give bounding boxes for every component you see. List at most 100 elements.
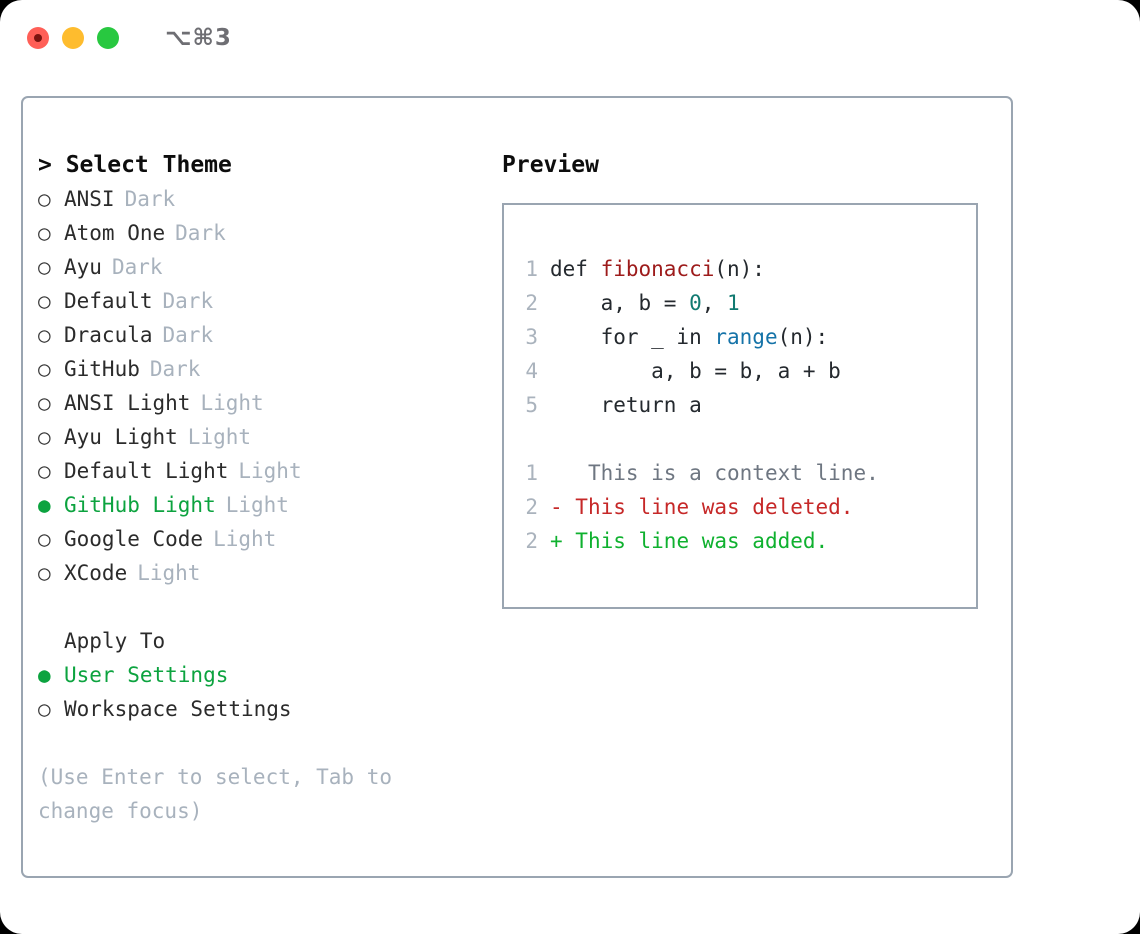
radio-unselected-icon: ○ bbox=[38, 459, 51, 483]
code-token-plain: return a bbox=[550, 393, 702, 417]
radio-unselected-icon: ○ bbox=[38, 391, 51, 415]
theme-option-tag: Dark bbox=[149, 357, 201, 381]
theme-option-tag: Light bbox=[238, 459, 302, 483]
theme-option-label: GitHub bbox=[64, 357, 140, 381]
theme-option-default-light[interactable]: ○ Default Light Light bbox=[38, 454, 468, 488]
minimize-button[interactable] bbox=[62, 27, 84, 49]
code-line: 4 a, b = b, a + b bbox=[510, 354, 970, 388]
theme-option-label: XCode bbox=[64, 561, 128, 585]
maximize-button[interactable] bbox=[97, 27, 119, 49]
diff-sign: + bbox=[550, 529, 563, 553]
code-line: 5 return a bbox=[510, 388, 970, 422]
theme-option-tag: Light bbox=[137, 561, 201, 585]
theme-option-xcode[interactable]: ○ XCode Light bbox=[38, 556, 468, 590]
code-line-number: 2 bbox=[525, 291, 538, 315]
list-spacer bbox=[38, 590, 468, 624]
code-line: 2 a, b = 0, 1 bbox=[510, 286, 970, 320]
code-line-number: 1 bbox=[525, 257, 538, 281]
code-line: 3 for _ in range(n): bbox=[510, 320, 970, 354]
diff-sign bbox=[550, 456, 563, 490]
code-line-text: return a bbox=[550, 388, 702, 422]
diff-line-text: This line was added. bbox=[562, 529, 829, 553]
code-token-plain: a, b = bbox=[550, 291, 690, 315]
code-token-plain: for _ in bbox=[550, 325, 715, 349]
theme-option-tag: Dark bbox=[162, 289, 214, 313]
code-line-number: 5 bbox=[525, 393, 538, 417]
radio-unselected-icon: ○ bbox=[38, 357, 51, 381]
diff-line-del: 2- This line was deleted. bbox=[510, 490, 970, 524]
diff-sign: - bbox=[550, 495, 563, 519]
radio-unselected-icon: ○ bbox=[38, 255, 51, 279]
code-line-number: 3 bbox=[525, 325, 538, 349]
apply-to-list: ●User Settings○Workspace Settings bbox=[38, 658, 468, 726]
theme-option-ayu[interactable]: ○ Ayu Dark bbox=[38, 250, 468, 284]
radio-unselected-icon: ○ bbox=[38, 561, 51, 585]
code-line: 1 def fibonacci(n): bbox=[510, 252, 970, 286]
radio-unselected-icon: ○ bbox=[38, 289, 51, 313]
code-diff-spacer bbox=[510, 422, 970, 456]
close-button[interactable] bbox=[27, 27, 49, 49]
code-token-plain: (n): bbox=[777, 325, 829, 349]
window-title: ⌥⌘3 bbox=[165, 25, 232, 51]
theme-option-tag: Dark bbox=[162, 323, 214, 347]
code-line-number: 4 bbox=[525, 359, 538, 383]
theme-option-label: ANSI Light bbox=[64, 391, 191, 415]
theme-option-label: Default Light bbox=[64, 459, 229, 483]
apply-to-header: Apply To bbox=[64, 629, 166, 653]
theme-option-tag: Light bbox=[200, 391, 264, 415]
title-bar: ⌥⌘3 bbox=[0, 0, 1140, 76]
theme-option-atom-one[interactable]: ○ Atom One Dark bbox=[38, 216, 468, 250]
diff-line-text: This line was deleted. bbox=[562, 495, 854, 519]
theme-option-label: Ayu Light bbox=[64, 425, 178, 449]
theme-option-tag: Light bbox=[187, 425, 252, 449]
theme-option-label: GitHub Light bbox=[64, 493, 216, 517]
code-token-num: 1 bbox=[727, 291, 740, 315]
code-token-plain: def bbox=[550, 257, 601, 281]
theme-option-ayu-light[interactable]: ○ Ayu Light Light bbox=[38, 420, 468, 454]
theme-option-github[interactable]: ○ GitHub Dark bbox=[38, 352, 468, 386]
theme-option-default[interactable]: ○ Default Dark bbox=[38, 284, 468, 318]
theme-option-tag: Light bbox=[213, 527, 277, 551]
apply-to-option-workspace-settings[interactable]: ○Workspace Settings bbox=[38, 692, 468, 726]
code-token-call: range bbox=[714, 325, 778, 349]
diff-line-number: 2 bbox=[525, 529, 538, 553]
theme-option-tag: Dark bbox=[175, 221, 226, 245]
apply-to-option-label: Workspace Settings bbox=[64, 697, 292, 721]
theme-option-tag: Light bbox=[225, 493, 289, 517]
theme-option-tag: Dark bbox=[111, 255, 163, 279]
diff-line-number: 2 bbox=[525, 495, 538, 519]
diff-line-ctx: 1 This is a context line. bbox=[510, 456, 970, 490]
code-line-text: for _ in range(n): bbox=[550, 320, 829, 354]
radio-unselected-icon: ○ bbox=[38, 221, 51, 245]
preview-header: Preview bbox=[502, 152, 599, 178]
code-token-plain: , bbox=[701, 291, 728, 315]
theme-option-label: Default bbox=[64, 289, 153, 313]
apply-to-option-user-settings[interactable]: ●User Settings bbox=[38, 658, 468, 692]
diff-line-add: 2 + This line was added. bbox=[510, 524, 970, 558]
theme-option-label: Dracula bbox=[64, 323, 153, 347]
radio-unselected-icon: ○ bbox=[38, 425, 51, 449]
theme-option-label: Ayu bbox=[64, 255, 102, 279]
code-token-num: 0 bbox=[689, 291, 702, 315]
select-theme-header: > Select Theme bbox=[38, 152, 232, 178]
diff-sample: 1 This is a context line.2- This line wa… bbox=[510, 456, 970, 558]
theme-option-tag: Dark bbox=[124, 187, 176, 211]
code-line-text: def fibonacci(n): bbox=[550, 252, 765, 286]
code-line-text: a, b = b, a + b bbox=[550, 354, 841, 388]
apply-to-option-label: User Settings bbox=[64, 663, 229, 687]
theme-option-ansi-light[interactable]: ○ ANSI Light Light bbox=[38, 386, 468, 420]
radio-unselected-icon: ○ bbox=[38, 527, 51, 551]
traffic-lights bbox=[27, 27, 119, 49]
theme-option-label: Atom One bbox=[64, 221, 166, 245]
